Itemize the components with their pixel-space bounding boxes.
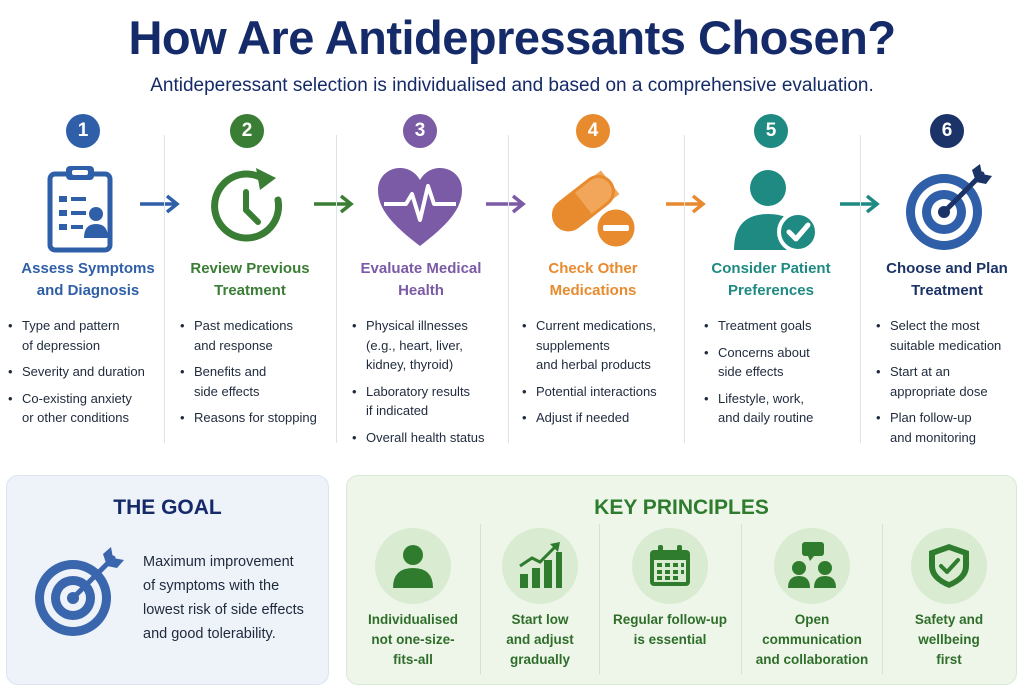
divider xyxy=(164,135,165,443)
step-2: 2 Review Previous Treatment Past medicat… xyxy=(176,112,328,452)
principle-item: Start low and adjust gradually xyxy=(481,526,599,676)
page-title: How Are Antidepressants Chosen? xyxy=(128,11,896,64)
step-title: Choose and Plan Treatment xyxy=(886,260,1008,299)
divider xyxy=(599,524,600,674)
arrow-right-icon xyxy=(486,194,526,214)
step-title: Consider Patient Preferences xyxy=(711,260,831,299)
bullet-item: Severity and duration xyxy=(8,362,160,382)
step-number-badge: 3 xyxy=(403,114,437,148)
clipboard-icon xyxy=(47,166,113,253)
principle-label: Individualised not one-size- fits-all xyxy=(367,612,459,667)
shield-check-icon xyxy=(929,544,969,588)
principle-label: Open communication and collaboration xyxy=(755,612,869,667)
step-title: Review Previous Treatment xyxy=(190,260,310,299)
principle-item: Safety and wellbeing first xyxy=(883,526,1015,676)
step-number-badge: 2 xyxy=(230,114,264,148)
growth-chart-icon xyxy=(519,542,562,588)
arrow-right-icon xyxy=(840,194,880,214)
divider xyxy=(684,135,685,443)
bullet-item: Reasons for stopping xyxy=(180,408,330,428)
divider xyxy=(882,524,883,674)
goal-text: Maximum improvement of symptoms with the… xyxy=(143,554,304,642)
step-title: Evaluate Medical Health xyxy=(360,260,482,299)
step-number-badge: 1 xyxy=(66,114,100,148)
bullet-item: Treatment goals xyxy=(704,316,854,336)
principle-item: Open communication and collaboration xyxy=(742,526,882,676)
key-principles-title: KEY PRINCIPLES xyxy=(594,496,769,519)
bullet-item: Overall health status xyxy=(352,428,502,448)
bullet-item: Lifestyle, work,and daily routine xyxy=(704,389,854,428)
divider xyxy=(508,135,509,443)
divider xyxy=(741,524,742,674)
person-icon xyxy=(393,545,433,588)
step-6: 6 Choose and Plan Treatment Select the m… xyxy=(872,112,1022,452)
principle-item: Regular follow-up is essential xyxy=(600,526,740,676)
patient-check-icon xyxy=(734,170,819,253)
step-5: 5 Consider Patient Preferences Treatment… xyxy=(696,112,856,452)
step-number-badge: 6 xyxy=(930,114,964,148)
goal-title: THE GOAL xyxy=(113,496,222,519)
principle-label: Regular follow-up is essential xyxy=(613,612,727,647)
bullet-item: Adjust if needed xyxy=(522,408,677,428)
target-arrow-icon xyxy=(35,547,124,636)
divider xyxy=(480,524,481,674)
key-principles-panel: KEY PRINCIPLES Individualised not one-si… xyxy=(346,475,1017,685)
target-arrow-icon xyxy=(906,164,992,250)
page-subtitle: Antideperessant selection is individuali… xyxy=(150,75,874,96)
divider xyxy=(860,135,861,443)
pill-capsule-icon xyxy=(551,170,638,250)
bullet-item: Physical illnesses(e.g., heart, liver,ki… xyxy=(352,316,502,375)
arrow-right-icon xyxy=(314,194,354,214)
calendar-icon xyxy=(650,545,690,586)
step-3: 3 Evaluate Medical Health Physical illne… xyxy=(346,112,501,452)
step-title: Check Other Medications xyxy=(548,260,638,299)
step-bullets: Physical illnesses(e.g., heart, liver,ki… xyxy=(352,316,502,454)
bullet-item: Potential interactions xyxy=(522,382,677,402)
history-clock-icon xyxy=(211,168,283,242)
step-1: 1 Assess Symptoms and Diagnosis Type and… xyxy=(8,112,158,452)
step-title: Assess Symptoms and Diagnosis xyxy=(21,260,155,299)
heart-pulse-icon xyxy=(378,168,462,246)
principle-item: Individualised not one-size- fits-all xyxy=(347,526,479,676)
principle-label: Start low and adjust gradually xyxy=(506,612,574,667)
divider xyxy=(336,135,337,443)
step-number-badge: 5 xyxy=(754,114,788,148)
step-number-badge: 4 xyxy=(576,114,610,148)
step-4: 4 Check Other Medications Current medica… xyxy=(518,112,673,452)
goal-panel: THE GOAL Maximum improvement of symptoms… xyxy=(6,475,329,685)
principle-label: Safety and wellbeing first xyxy=(914,612,984,667)
conversation-icon xyxy=(788,542,836,588)
arrow-right-icon xyxy=(140,194,180,214)
